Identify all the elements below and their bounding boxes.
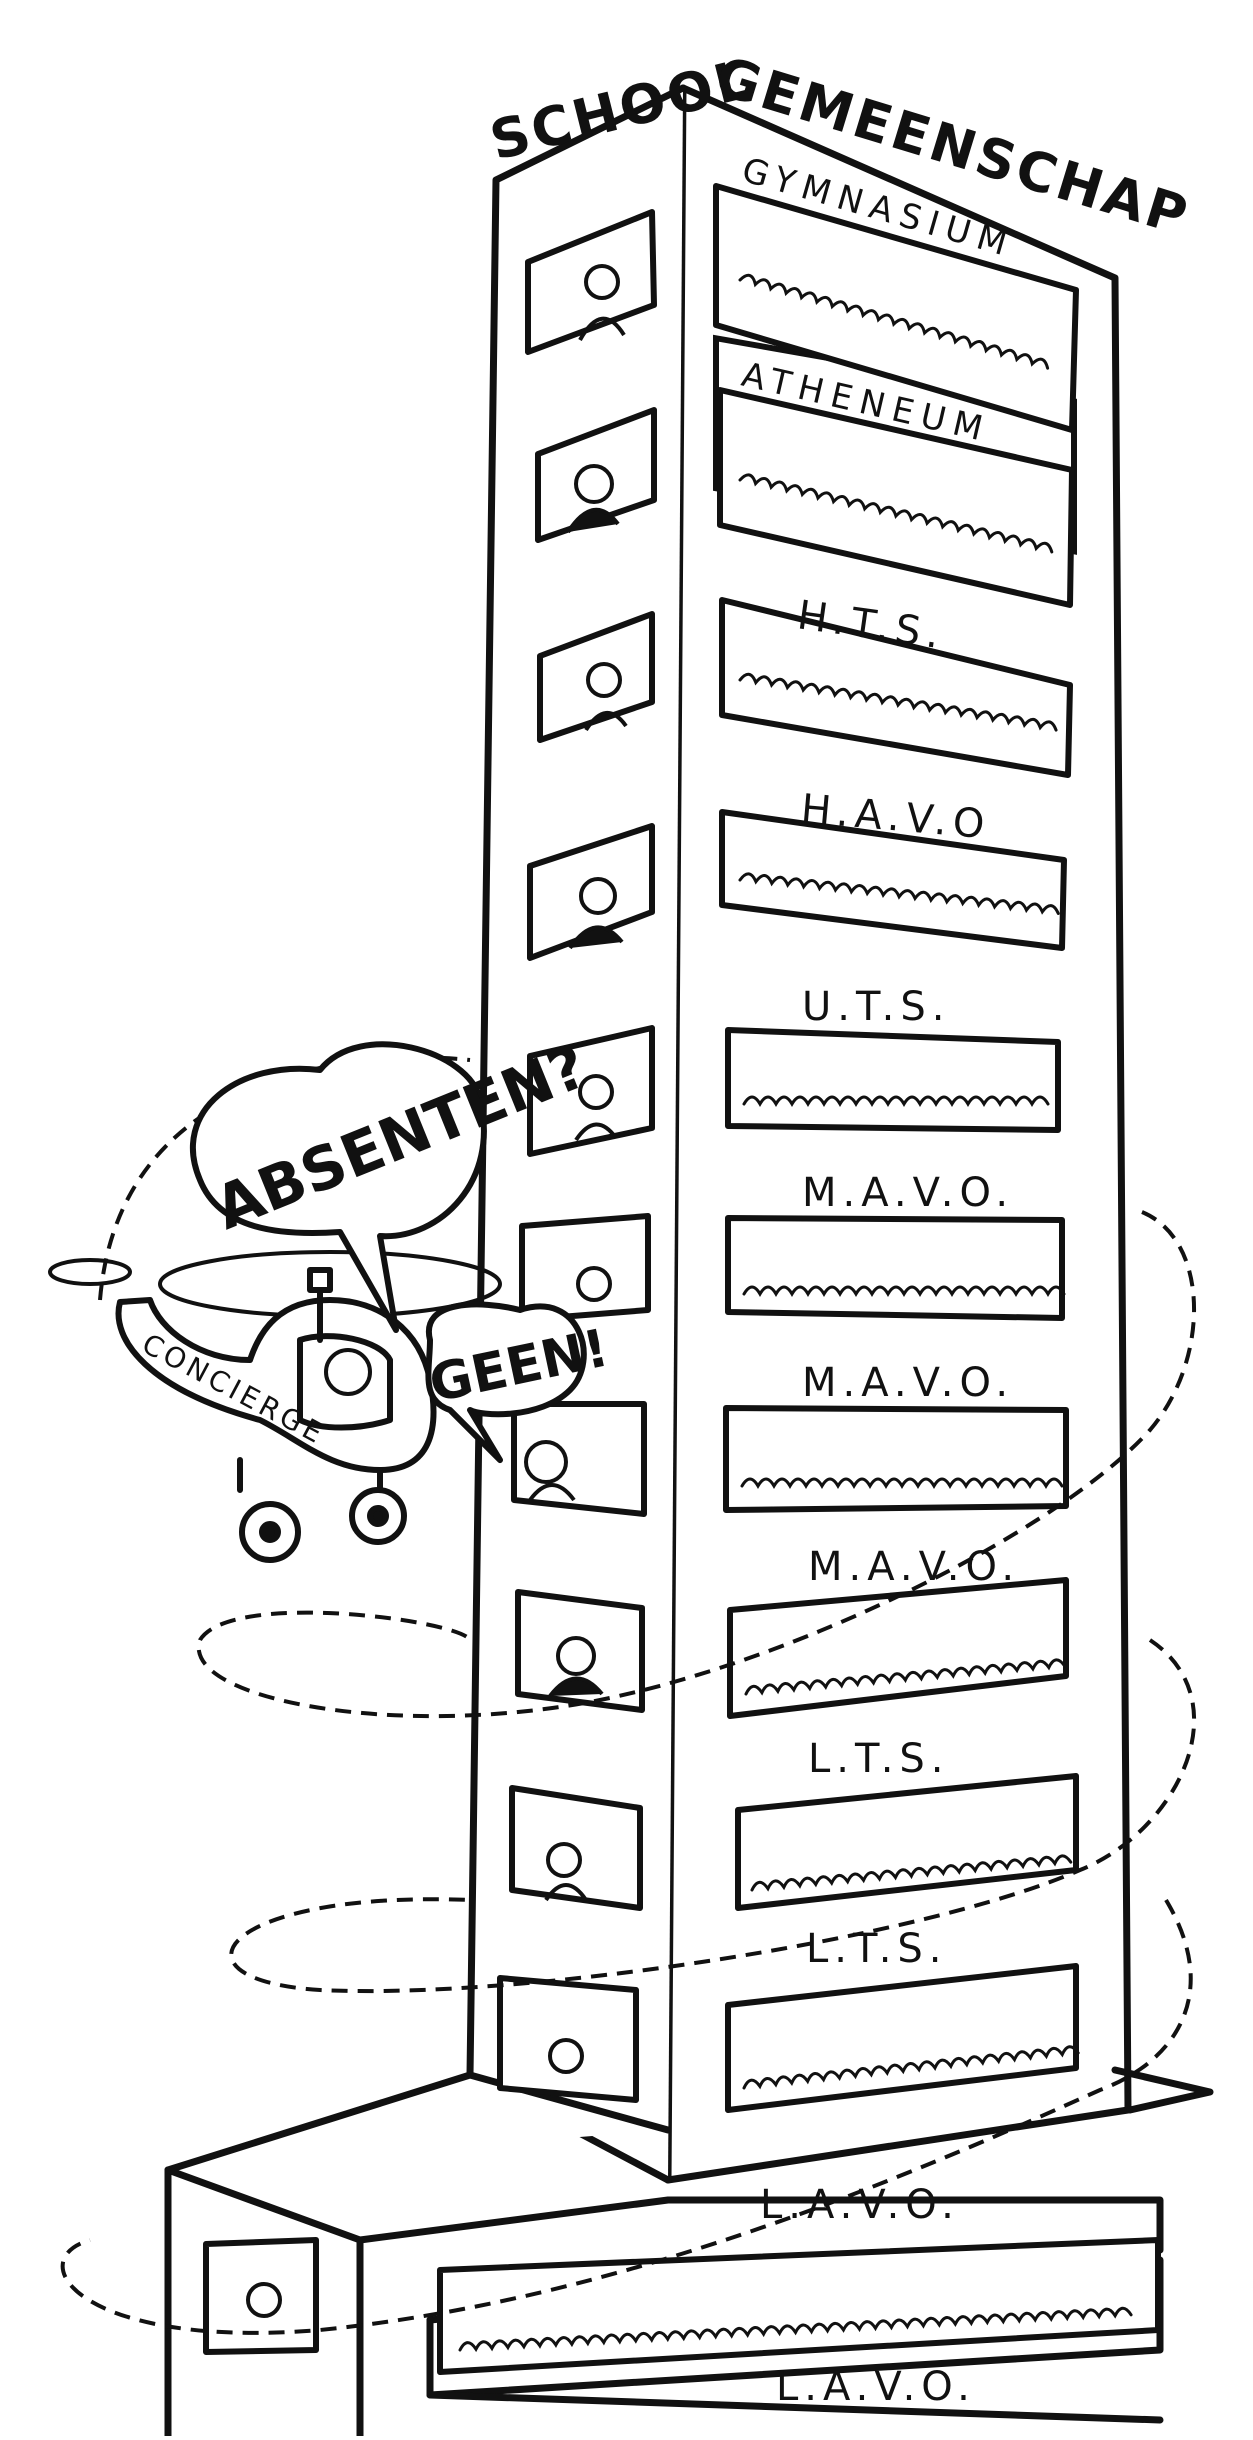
floor-label-6: M.A.V.O. bbox=[802, 1170, 1014, 1216]
teacher-3 bbox=[586, 662, 622, 698]
base-label-bottom: L.A.V.O. bbox=[776, 2364, 976, 2410]
teacher-4 bbox=[579, 877, 617, 915]
floor-1-window bbox=[713, 183, 1079, 433]
side-window-6 bbox=[519, 1213, 651, 1323]
floor-label-9: L.T.S. bbox=[808, 1736, 950, 1782]
floor-3-window bbox=[719, 597, 1073, 778]
floor-label-7: M.A.V.O. bbox=[802, 1360, 1014, 1406]
teacher-2 bbox=[574, 464, 614, 504]
teacher-6 bbox=[576, 1266, 612, 1302]
base-teacher bbox=[246, 2282, 282, 2318]
floor-label-5: U.T.S. bbox=[802, 984, 951, 1030]
base-window bbox=[437, 2237, 1161, 2375]
teacher-5 bbox=[578, 1074, 614, 1110]
floor-5-window bbox=[725, 1027, 1061, 1133]
bubble-answer bbox=[425, 1301, 587, 1463]
floors bbox=[437, 183, 1161, 2375]
teacher-10 bbox=[548, 2038, 584, 2074]
bubble-question bbox=[190, 1041, 487, 1333]
floor-2-window bbox=[717, 387, 1075, 608]
floor-label-8: M.A.V.O. bbox=[808, 1544, 1020, 1590]
floor-6-window bbox=[725, 1215, 1065, 1321]
base-label-top: L.A.V.O. bbox=[760, 2182, 960, 2228]
teacher-9 bbox=[546, 1842, 582, 1878]
teachers bbox=[246, 264, 628, 2318]
floor-4-window bbox=[719, 809, 1067, 951]
teacher-1 bbox=[584, 264, 620, 300]
teacher-8 bbox=[556, 1636, 596, 1676]
floor-label-10: L.T.S. bbox=[806, 1926, 948, 1972]
teacher-7 bbox=[524, 1440, 568, 1484]
floor-7-window bbox=[723, 1405, 1069, 1513]
helicopter: CONCIERGE bbox=[48, 1250, 502, 1563]
student-crowds bbox=[458, 273, 1133, 2353]
